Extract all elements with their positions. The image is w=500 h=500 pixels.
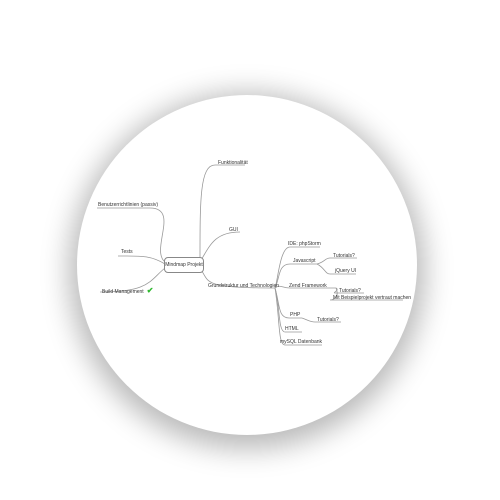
node-jquery-ui[interactable]: jQuery UI — [335, 268, 357, 274]
node-mysql[interactable]: mySQL Datenbank — [280, 339, 323, 345]
node-benutzerrichtlinien[interactable]: Benutzerrichtlinien (passiv) — [98, 202, 159, 208]
node-beispielprojekt[interactable]: Mit Beispielprojekt vertraut machen — [333, 295, 412, 301]
node-zend-framework[interactable]: Zend Framework — [289, 283, 327, 289]
node-php-tutorials[interactable]: Tutorials? — [317, 317, 339, 323]
node-funktionalitat[interactable]: Funktionalität — [218, 160, 248, 166]
node-tests[interactable]: Tests — [121, 249, 133, 255]
node-ide[interactable]: IDE: phpStorm — [288, 241, 321, 247]
node-zend-tutorials[interactable]: Tutorials? — [339, 288, 361, 294]
mindmap-canvas — [77, 95, 417, 435]
node-build-management[interactable]: Build Management✔ — [102, 286, 154, 296]
build-management-label: Build Management — [102, 289, 144, 295]
node-gui[interactable]: GUI — [229, 227, 238, 233]
root-node[interactable]: Mindmap Projekt — [164, 257, 204, 273]
checkmark-icon: ✔ — [146, 286, 154, 295]
node-js-tutorials[interactable]: Tutorials? — [333, 253, 355, 259]
node-php[interactable]: PHP — [290, 312, 301, 318]
node-html[interactable]: HTML — [285, 326, 299, 332]
node-javascript[interactable]: Javascript — [293, 258, 316, 264]
node-grundstruktur[interactable]: Grundstruktur und Technologien — [208, 283, 280, 289]
